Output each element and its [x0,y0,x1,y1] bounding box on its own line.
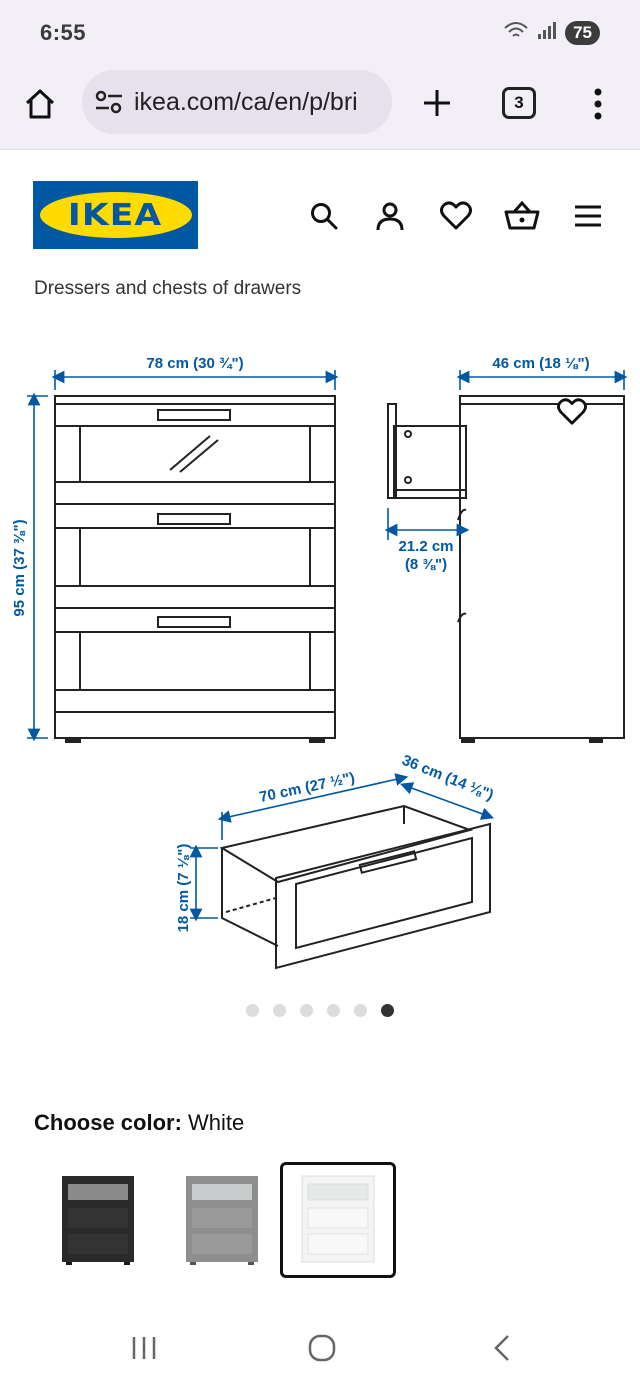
drawer-height-label: 18 cm (7 ⅛") [175,844,192,933]
status-bar: 6:55 75 [0,0,640,68]
drawer-depth-inner-label-imperial: (8 ⅜") [405,556,447,573]
carousel-dot[interactable] [246,1004,259,1017]
browser-home-button[interactable] [20,84,60,124]
depth-dimension-label: 46 cm (18 ⅛") [492,355,589,372]
carousel-dot[interactable] [300,1004,313,1017]
new-tab-button[interactable] [418,84,456,122]
ikea-logo[interactable]: IKEA [33,181,198,249]
home-icon [25,89,55,119]
more-vert-icon [594,88,602,120]
choose-color-heading: Choose color: White [34,1110,244,1136]
front-view-dresser [54,395,336,743]
wifi-icon [503,20,529,45]
drawer-depth-inner-label: 21.2 cm [398,538,453,555]
drawer-depth-label: 36 cm (14 ⅛") [399,752,495,804]
recent-apps-icon [132,1337,156,1359]
color-swatch-white[interactable] [280,1162,396,1278]
menu-button[interactable] [568,196,608,236]
heart-icon [557,398,587,425]
basket-icon [504,200,540,230]
profile-icon [376,202,404,231]
url-text: ikea.com/ca/en/p/bri [134,88,358,116]
color-swatch-list [40,1162,420,1278]
browser-menu-button[interactable] [586,84,610,124]
breadcrumb-category[interactable]: Dressers and chests of drawers [34,278,302,299]
profile-button[interactable] [370,196,410,236]
choose-color-label: Choose color: [34,1110,182,1135]
image-carousel-indicator [246,1004,394,1017]
color-swatch-black[interactable] [40,1162,156,1278]
heart-icon [440,201,472,230]
address-bar[interactable]: ikea.com/ca/en/p/bri [82,70,392,134]
site-settings-icon [95,90,122,114]
carousel-dot[interactable] [327,1004,340,1017]
product-dimension-image[interactable]: 78 cm (30 ¾") 95 cm (37 ⅜") 46 cm (18 ⅛"… [0,340,640,980]
header-icons [300,196,620,236]
home-button[interactable] [302,1330,342,1366]
browser-toolbar: ikea.com/ca/en/p/bri 3 [0,68,640,150]
basket-button[interactable] [502,196,542,236]
width-dimension-label: 78 cm (30 ¾") [146,355,243,372]
side-view-dresser [387,395,625,743]
battery-indicator: 75 [565,20,600,45]
system-navigation-bar [0,1300,640,1388]
ikea-logo-oval: IKEA [39,192,192,238]
carousel-dot[interactable] [273,1004,286,1017]
home-circle-icon [308,1334,336,1362]
carousel-dot-active[interactable] [381,1004,394,1017]
search-icon [311,203,338,230]
carousel-dot[interactable] [354,1004,367,1017]
save-to-favourites-button[interactable] [550,392,594,432]
hamburger-icon [575,205,601,227]
dresser-gray-thumbnail [186,1176,258,1265]
height-dimension-label: 95 cm (37 ⅜") [11,519,28,616]
selected-color-name: White [188,1110,245,1135]
back-icon [494,1335,509,1361]
plus-icon [424,90,450,116]
signal-icon [537,20,557,45]
dresser-black-thumbnail [62,1176,134,1265]
search-button[interactable] [304,196,344,236]
favourites-button[interactable] [436,196,476,236]
recent-apps-button[interactable] [124,1330,164,1366]
back-button[interactable] [482,1330,522,1366]
drawer-iso-view [219,804,491,970]
dresser-white-thumbnail [301,1175,375,1263]
tab-switcher-button[interactable]: 3 [502,87,536,119]
status-icons: 75 [503,20,600,45]
drawer-width-label: 70 cm (27 ½") [258,769,357,806]
ikea-logo-text: IKEA [68,197,163,233]
status-time: 6:55 [40,20,87,45]
dimension-drawing: 78 cm (30 ¾") 95 cm (37 ⅜") 46 cm (18 ⅛"… [11,355,628,970]
color-swatch-gray[interactable] [164,1162,280,1278]
